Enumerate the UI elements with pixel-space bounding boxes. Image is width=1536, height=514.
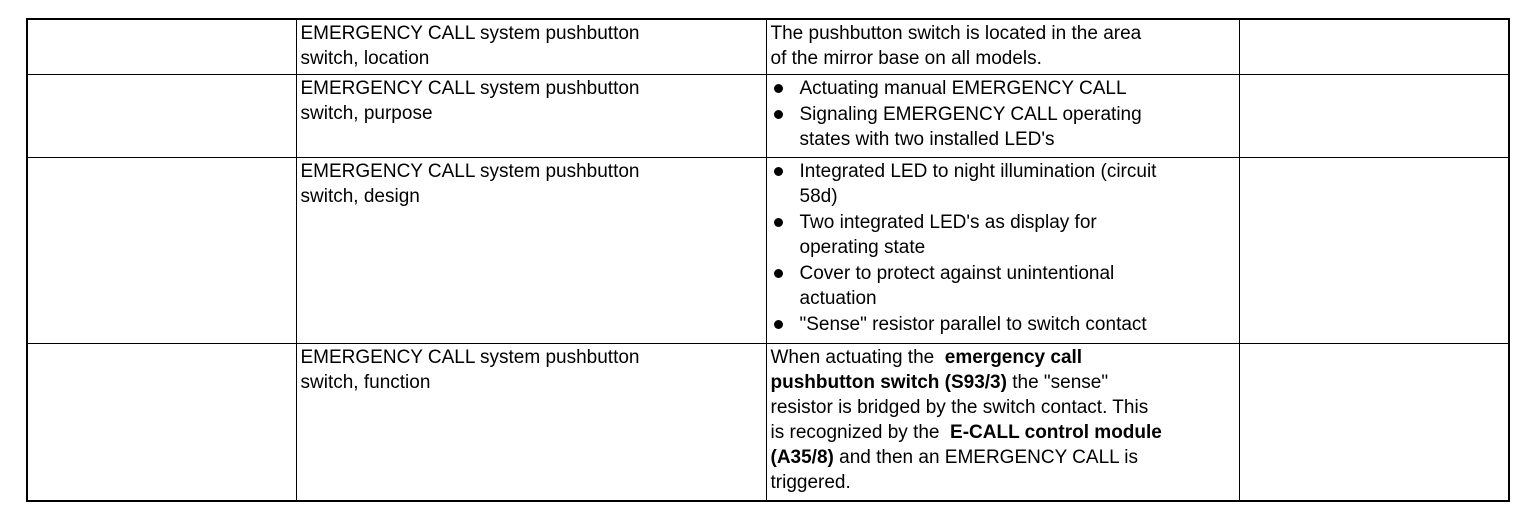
empty-cell-left: [26, 73, 297, 158]
bullet-text: Two integrated LED's as display for oper…: [799, 211, 1097, 258]
bullet-list-item: Two integrated LED's as display for oper…: [771, 210, 1233, 260]
topic-cell: EMERGENCY CALL system pushbutton switch,…: [295, 73, 767, 158]
bold-term: emergency call pushbutton switch (S93/3): [770, 346, 1083, 393]
description-cell: Actuating manual EMERGENCY CALL Signaling…: [765, 73, 1240, 158]
topic-cell: EMERGENCY CALL system pushbutton switch,…: [295, 156, 767, 344]
empty-cell-right: [1238, 156, 1510, 344]
empty-cell-left: [26, 342, 297, 502]
bullet-text: Cover to protect against unintentional a…: [799, 262, 1115, 309]
body-text: When actuating the: [770, 346, 945, 368]
body-text: the "sense" resistor is bridged by the s…: [770, 371, 1149, 443]
bullet-text: Integrated LED to night illumination (ci…: [799, 160, 1157, 207]
topic-text: EMERGENCY CALL system pushbutton switch,…: [300, 23, 640, 69]
empty-cell-right: [1238, 73, 1510, 158]
bullet-text: "Sense" resistor parallel to switch cont…: [799, 313, 1147, 335]
empty-cell-right: [1238, 18, 1510, 75]
spec-table-container: EMERGENCY CALL system pushbutton switch,…: [26, 18, 1510, 502]
bullet-list-item: Signaling EMERGENCY CALL operating state…: [771, 102, 1233, 152]
topic-text: EMERGENCY CALL system pushbutton switch,…: [300, 77, 640, 124]
bullet-icon: [773, 319, 783, 329]
empty-cell-right: [1238, 342, 1510, 502]
bullet-text: Actuating manual EMERGENCY CALL: [799, 77, 1127, 99]
empty-cell-left: [26, 18, 297, 75]
bullet-icon: [773, 83, 783, 93]
table-row-purpose: EMERGENCY CALL system pushbutton switch,…: [26, 73, 1510, 158]
bullet-list-item: Integrated LED to night illumination (ci…: [771, 159, 1233, 209]
bullet-list-item: Actuating manual EMERGENCY CALL: [771, 76, 1233, 101]
empty-cell-left: [26, 156, 297, 344]
description-cell: The pushbutton switch is located in the …: [765, 18, 1240, 75]
description-text: The pushbutton switch is located in the …: [770, 23, 1142, 69]
bold-term: E-CALL control module (A35/8): [770, 421, 1162, 468]
topic-cell: EMERGENCY CALL system pushbutton switch,…: [295, 18, 767, 75]
bullet-text: Signaling EMERGENCY CALL operating state…: [799, 103, 1142, 150]
bullet-icon: [773, 109, 783, 119]
topic-text: EMERGENCY CALL system pushbutton switch,…: [300, 160, 640, 207]
topic-text: EMERGENCY CALL system pushbutton switch,…: [300, 346, 640, 393]
bullet-icon: [773, 268, 783, 278]
body-text: and then an EMERGENCY CALL is triggered.: [770, 446, 1139, 493]
bullet-list: Integrated LED to night illumination (ci…: [771, 159, 1233, 337]
spec-table: EMERGENCY CALL system pushbutton switch,…: [26, 18, 1510, 502]
topic-cell: EMERGENCY CALL system pushbutton switch,…: [295, 342, 767, 502]
table-row-design: EMERGENCY CALL system pushbutton switch,…: [26, 156, 1510, 344]
bullet-icon: [773, 217, 783, 227]
description-rich-text: When actuating the emergency call pushbu…: [771, 345, 1233, 495]
description-cell: When actuating the emergency call pushbu…: [765, 342, 1240, 502]
table-row-location: EMERGENCY CALL system pushbutton switch,…: [26, 18, 1510, 75]
bullet-list-item: "Sense" resistor parallel to switch cont…: [771, 312, 1233, 337]
bullet-list: Actuating manual EMERGENCY CALL Signaling…: [771, 76, 1233, 152]
table-row-function: EMERGENCY CALL system pushbutton switch,…: [26, 342, 1510, 502]
description-cell: Integrated LED to night illumination (ci…: [765, 156, 1240, 344]
bullet-list-item: Cover to protect against unintentional a…: [771, 261, 1233, 311]
bullet-icon: [773, 166, 783, 176]
